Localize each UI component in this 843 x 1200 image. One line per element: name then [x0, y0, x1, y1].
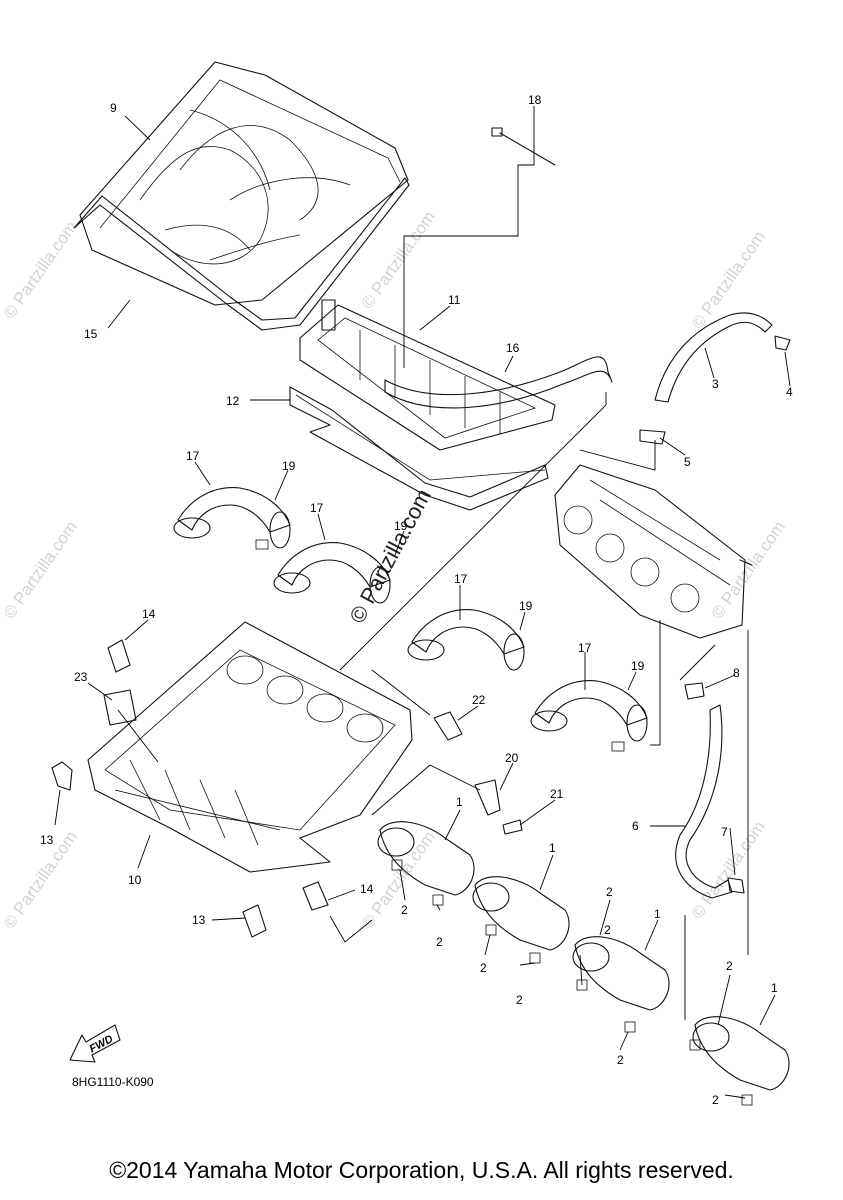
- cap-14a: [107, 639, 131, 673]
- watermark: © Partzilla.com: [0, 218, 81, 323]
- copyright-notice: ©2014 Yamaha Motor Corporation, U.S.A. A…: [109, 1157, 734, 1183]
- callout-2i: 2: [712, 1093, 719, 1107]
- callout-6: 6: [632, 819, 639, 833]
- fwd-label: FWD: [87, 1033, 115, 1055]
- callout-14a: 14: [142, 607, 156, 621]
- joint-17b: [273, 542, 391, 604]
- element-case: [299, 299, 556, 451]
- callout-1d: 1: [771, 981, 778, 995]
- label-23: [103, 689, 137, 726]
- air-filter-element: [289, 386, 549, 511]
- callout-15: 15: [84, 327, 98, 341]
- watermark: © Partzilla.com: [0, 518, 81, 623]
- forward-arrow-icon: FWD: [69, 1024, 121, 1063]
- callout-1c: 1: [654, 907, 661, 921]
- clamp-8: [684, 682, 705, 700]
- joint-17a: [173, 487, 291, 550]
- callout-1a: 1: [456, 795, 463, 809]
- callout-4: 4: [786, 385, 793, 399]
- watermark: © Partzilla.com: [688, 818, 769, 923]
- clamp-5: [639, 429, 666, 445]
- callout-12: 12: [226, 394, 240, 408]
- callout-5: 5: [684, 455, 691, 469]
- watermark: © Partzilla.com: [358, 828, 439, 933]
- clip-13a: [51, 761, 73, 791]
- breather-hose: [384, 356, 613, 409]
- callout-19a: 19: [282, 459, 296, 473]
- clamp-7: [727, 877, 745, 894]
- callout-10: 10: [128, 873, 142, 887]
- callout-2c: 2: [436, 935, 443, 949]
- throttle-body: [554, 464, 753, 639]
- joint-1c: [572, 936, 670, 1033]
- joint-17c: [407, 609, 525, 671]
- watermark-center: © Partzilla.com: [344, 485, 436, 628]
- clip-13b: [242, 904, 267, 938]
- callout-19d: 19: [631, 659, 645, 673]
- callout-19c: 19: [519, 599, 533, 613]
- joint-17d: [530, 680, 648, 752]
- joint-1d: [689, 1016, 790, 1106]
- callout-17d: 17: [578, 641, 592, 655]
- callout-17c: 17: [454, 572, 468, 586]
- callout-2b: 2: [606, 885, 613, 899]
- callout-20: 20: [505, 751, 519, 765]
- callout-21: 21: [550, 787, 564, 801]
- diagram-code: 8HG1110-K090: [72, 1075, 154, 1089]
- callout-numbers: 9 15 18 11 16 12 3 4 5 17 19 17 19 17 19…: [40, 93, 793, 1107]
- callout-23: 23: [74, 670, 88, 684]
- clamp-4: [774, 335, 791, 351]
- callout-7: 7: [721, 825, 728, 839]
- callout-2a: 2: [401, 903, 408, 917]
- callout-2f: 2: [516, 993, 523, 1007]
- callout-16: 16: [506, 341, 520, 355]
- sensor-20: [474, 779, 501, 816]
- callout-11: 11: [448, 293, 461, 307]
- air-cleaner-cover: [79, 61, 409, 306]
- hose-3: [654, 312, 773, 403]
- callout-18: 18: [528, 93, 542, 107]
- cover-seal: [73, 177, 410, 331]
- callout-2e: 2: [726, 959, 733, 973]
- callout-8: 8: [733, 666, 740, 680]
- callout-17a: 17: [186, 449, 200, 463]
- callout-19b: 19: [394, 519, 408, 533]
- callout-14b: 14: [360, 882, 374, 896]
- air-cleaner-case: [87, 621, 413, 873]
- callout-22: 22: [472, 693, 486, 707]
- cap-14b: [302, 881, 329, 911]
- callout-13b: 13: [192, 913, 206, 927]
- watermark: © Partzilla.com: [688, 228, 769, 333]
- callout-1b: 1: [549, 841, 556, 855]
- leader-lines: [54, 106, 791, 1099]
- callout-2h: 2: [617, 1053, 624, 1067]
- callout-3: 3: [712, 377, 719, 391]
- joint-1b: [472, 876, 570, 964]
- bolt-21: [502, 819, 523, 835]
- watermark: © Partzilla.com: [708, 518, 789, 623]
- callout-9: 9: [110, 101, 117, 115]
- cable-tie: [491, 127, 556, 166]
- callout-13a: 13: [40, 833, 54, 847]
- callout-17b: 17: [310, 501, 324, 515]
- callout-2g: 2: [604, 923, 611, 937]
- plug-22: [433, 711, 463, 741]
- callout-2d: 2: [480, 961, 487, 975]
- joint-1a: [377, 821, 475, 906]
